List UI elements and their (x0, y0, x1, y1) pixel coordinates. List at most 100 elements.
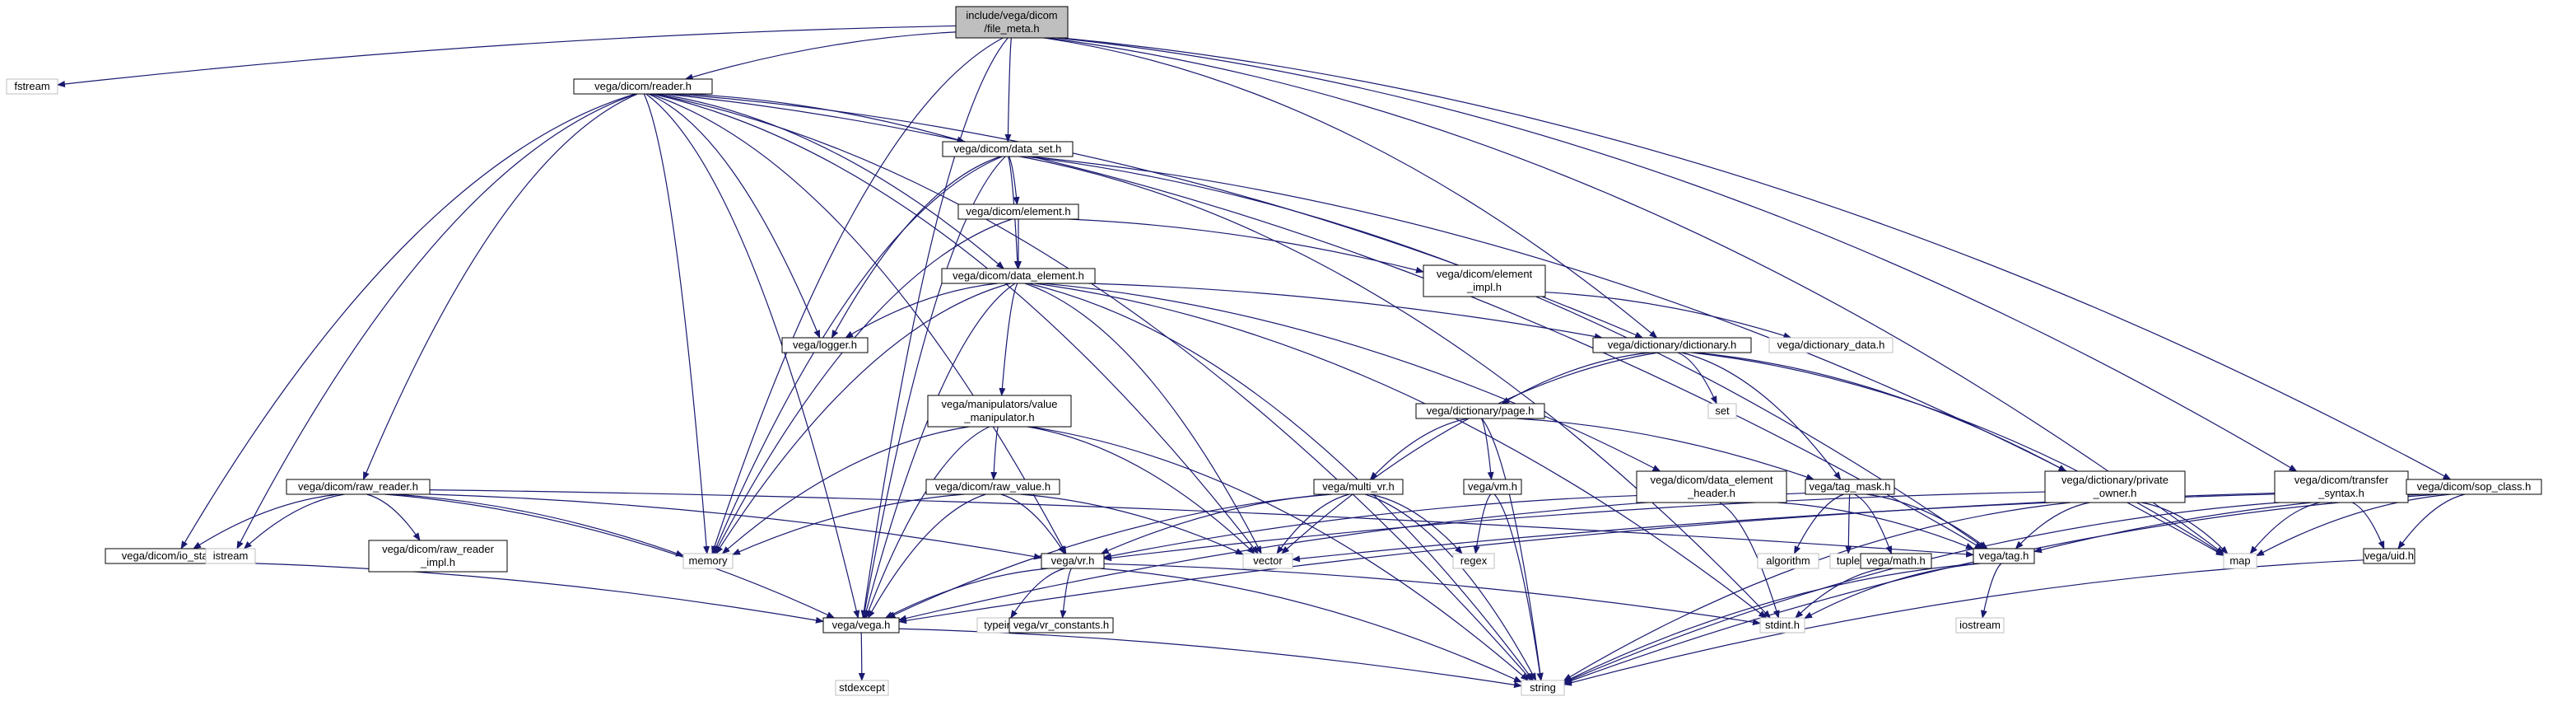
node-box-sop_class (2406, 479, 2542, 495)
node-raw_reader[interactable]: vega/dicom/raw_reader.h (286, 479, 431, 495)
node-fstream: fstream (6, 78, 58, 95)
node-tag[interactable]: vega/tag.h (1973, 548, 2035, 564)
edge-element_impl-to-dictionary_data (1544, 292, 1792, 339)
node-label-raw_value: vega/dicom/raw_value.h (935, 480, 1050, 493)
node-data_element[interactable]: vega/dicom/data_element.h (941, 268, 1096, 284)
edge-page-to-string (1481, 418, 1544, 681)
node-box-memory (682, 553, 734, 569)
edge-private_owner-to-string (1563, 502, 2071, 681)
edge-io_state-to-vega (241, 562, 824, 624)
edge-root-to-data_set (1004, 37, 1012, 143)
node-vr[interactable]: vega/vr.h (1041, 553, 1105, 569)
node-sop_class[interactable]: vega/dicom/sop_class.h (2406, 479, 2542, 495)
node-label-memory: memory (689, 554, 728, 567)
node-label-dictionary_data: vega/dictionary_data.h (1777, 339, 1885, 351)
edge-data_element-to-logger (845, 283, 998, 339)
node-dictionary[interactable]: vega/dictionary/dictionary.h (1592, 337, 1752, 353)
edge-raw_reader-to-memory (393, 493, 684, 557)
edge-root-to-dictionary (1043, 37, 1658, 339)
node-dictionary_data: vega/dictionary_data.h (1768, 337, 1894, 353)
node-page[interactable]: vega/dictionary/page.h (1415, 403, 1545, 419)
node-label-string: string (1530, 681, 1556, 694)
node-istream: istream (205, 548, 256, 564)
node-box-logger (781, 337, 869, 353)
edge-data_set-to-data_element (1008, 156, 1021, 269)
node-math[interactable]: vega/math.h (1860, 553, 1932, 569)
edge-tag-to-stdint (1804, 563, 1981, 620)
node-raw_reader_impl[interactable]: vega/dicom/raw_reader_impl.h (368, 540, 508, 573)
edge-root-to-fstream (57, 25, 957, 87)
edge-multi_vr-to-regex (1369, 493, 1463, 554)
node-multi_vr[interactable]: vega/multi_vr.h (1313, 479, 1404, 495)
node-box-element (957, 203, 1079, 220)
edge-raw_reader-to-raw_reader_impl (366, 493, 421, 541)
node-data_set[interactable]: vega/dicom/data_set.h (942, 141, 1074, 157)
node-element[interactable]: vega/dicom/element.h (957, 203, 1079, 220)
edge-raw_reader-to-istream (243, 493, 345, 549)
edge-reader-to-vector (652, 93, 1259, 554)
node-vector: vector (1242, 553, 1293, 569)
node-de_header[interactable]: vega/dicom/data_element_header.h (1636, 470, 1787, 503)
node-vega[interactable]: vega/vega.h (822, 617, 900, 634)
node-box-set (1707, 403, 1737, 419)
node-label-logger: vega/logger.h (793, 339, 857, 351)
node-regex: regex (1452, 553, 1495, 569)
node-label-stdint: stdint.h (1765, 619, 1800, 631)
node-label-reader: vega/dicom/reader.h (594, 80, 692, 92)
edge-reader-to-logger (648, 93, 821, 339)
edge-vr-to-vr_constants (1060, 568, 1072, 619)
node-reader[interactable]: vega/dicom/reader.h (573, 78, 713, 95)
edge-root-to-reader (684, 31, 957, 81)
edge-vm-to-regex (1473, 493, 1492, 554)
node-set: set (1707, 403, 1737, 419)
node-uid[interactable]: vega/uid.h (2363, 548, 2415, 564)
edge-vr-to-vega (884, 568, 1049, 619)
node-label-transfer_syntax: _syntax.h (2317, 487, 2364, 499)
node-box-string (1521, 680, 1565, 696)
edge-root-to-sop_class (1060, 37, 2452, 480)
node-element_impl[interactable]: vega/dicom/element_impl.h (1423, 264, 1546, 297)
node-box-tag (1973, 548, 2035, 564)
edge-dictionary-to-tag_mask (1681, 352, 1842, 480)
node-box-raw_reader_impl (368, 540, 508, 573)
edge-dictionary-to-private_owner (1695, 352, 2067, 472)
node-private_owner[interactable]: vega/dictionary/private_owner.h (2044, 470, 2186, 503)
node-label-vr_constants: vega/vr_constants.h (1013, 619, 1109, 631)
node-label-algorithm: algorithm (1766, 554, 1810, 567)
edge-reader-to-memory (643, 93, 710, 554)
node-box-dictionary (1592, 337, 1752, 353)
edge-dictionary-to-page (1501, 352, 1651, 404)
edge-manip-to-string (1030, 426, 1530, 681)
edge-page-to-multi_vr (1369, 418, 1469, 480)
node-tag_mask[interactable]: vega/tag_mask.h (1805, 479, 1895, 495)
node-label-regex: regex (1460, 554, 1488, 567)
node-label-raw_reader: vega/dicom/raw_reader.h (298, 480, 418, 493)
edge-tag_mask-to-tuple (1845, 493, 1852, 554)
node-box-root (955, 6, 1069, 39)
edge-reader-to-string (654, 93, 1533, 681)
node-manip[interactable]: vega/manipulators/value_manipulator.h (927, 395, 1072, 428)
edge-manip-to-memory (721, 426, 970, 554)
edge-vr-to-string (1100, 568, 1522, 683)
node-vr_constants[interactable]: vega/vr_constants.h (1009, 617, 1114, 634)
node-box-vr_constants (1009, 617, 1114, 634)
node-box-de_header (1636, 470, 1787, 503)
node-vm[interactable]: vega/vm.h (1463, 479, 1522, 495)
node-box-math (1860, 553, 1932, 569)
node-label-stdexcept: stdexcept (839, 681, 885, 694)
edge-private_owner-to-map (2140, 502, 2229, 554)
node-box-manip (927, 395, 1072, 428)
edge-tag_mask-to-math (1854, 493, 1893, 554)
node-box-vega (822, 617, 900, 634)
edge-private_owner-to-vr (1103, 491, 2046, 562)
node-raw_value[interactable]: vega/dicom/raw_value.h (925, 479, 1060, 495)
node-box-istream (205, 548, 256, 564)
node-logger[interactable]: vega/logger.h (781, 337, 869, 353)
edge-manip-to-raw_value (990, 426, 999, 480)
node-label-math: vega/math.h (1866, 554, 1926, 567)
node-memory: memory (682, 553, 734, 569)
node-root[interactable]: include/vega/dicom/file_meta.h (955, 6, 1069, 39)
edge-raw_value-to-vega (868, 493, 986, 619)
node-transfer_syntax[interactable]: vega/dicom/transfer_syntax.h (2274, 470, 2409, 503)
